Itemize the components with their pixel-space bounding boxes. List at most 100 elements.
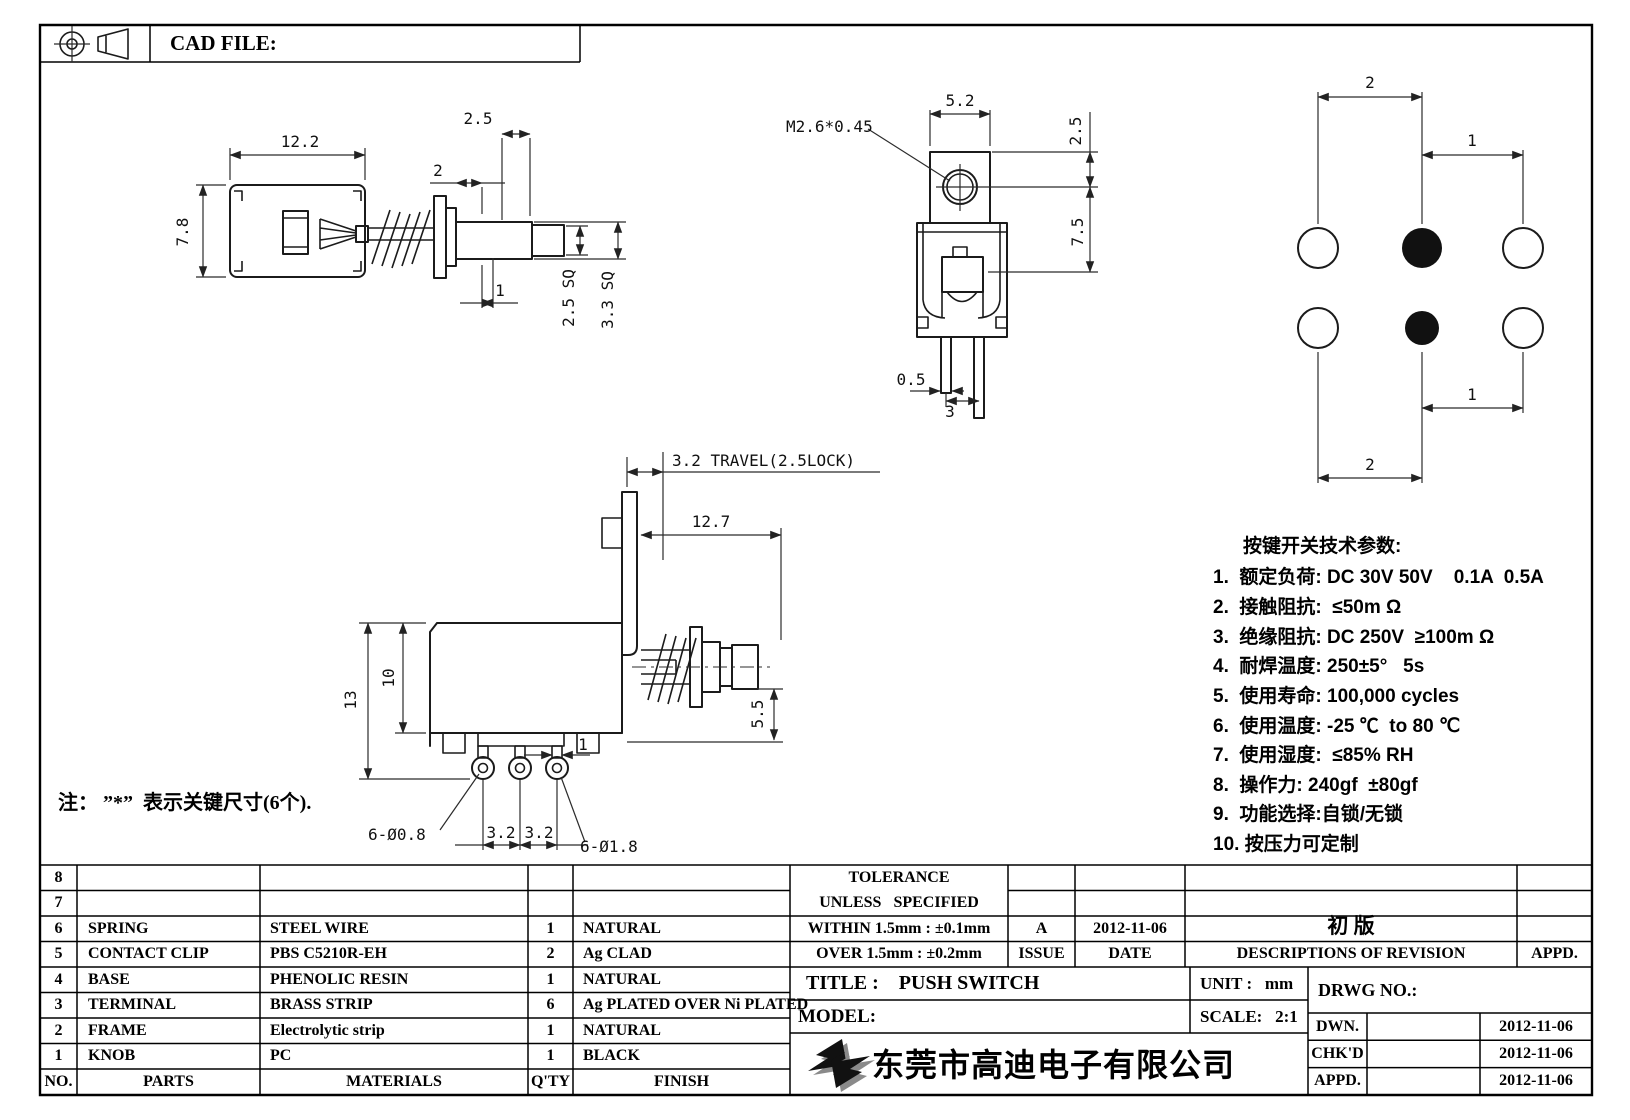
part-row-no: 2 <box>54 1022 63 1039</box>
dim-pcb-bot1: 1 <box>1467 385 1477 404</box>
part-row-no: 7 <box>54 894 63 911</box>
drawing-title: TITLE : PUSH SWITCH <box>806 972 1040 994</box>
dim-side-width: 12.2 <box>281 132 320 151</box>
revision-value: 初 版 <box>1327 914 1375 938</box>
third-angle-projection-icon <box>54 26 129 62</box>
part-row-name: TERMINAL <box>88 996 177 1013</box>
col-header-parts: PARTS <box>143 1073 194 1090</box>
cad-file-label: CAD FILE: <box>170 31 277 55</box>
part-row-material: PHENOLIC RESIN <box>270 971 409 988</box>
spec-item: 10. 按压力可定制 <box>1213 834 1359 855</box>
part-row-material: BRASS STRIP <box>270 996 373 1013</box>
view-side-outline <box>229 184 565 279</box>
view-assembly-outline <box>429 491 770 780</box>
dim-front-tab-width: 5.2 <box>946 91 975 110</box>
view-front-dimensions: 5.2 M2.6*0.45 2.5 7.5 0.5 3 <box>786 91 1098 421</box>
dim-front-thread: M2.6*0.45 <box>786 117 873 136</box>
part-row-material: PC <box>270 1047 292 1064</box>
issue-value: A <box>1035 920 1048 937</box>
col-header-qty: Q'TY <box>530 1073 571 1090</box>
spec-item: 7. 使用湿度: ≤85% RH <box>1213 745 1414 766</box>
pcb-hole-filled <box>1405 311 1439 345</box>
part-row-qty: 1 <box>546 920 555 937</box>
part-row-no: 4 <box>54 971 63 988</box>
dim-side-top: 2.5 <box>464 109 493 128</box>
dim-height13: 13 <box>341 690 360 709</box>
part-row-qty: 1 <box>546 1022 555 1039</box>
specs-title: 按键开关技术参数: <box>1243 536 1402 557</box>
dwn-label: DWN. <box>1315 1018 1360 1035</box>
view-side-dimensions: 12.2 7.8 2.5 2 1 2.5 SQ 3.3 SQ <box>173 109 626 329</box>
chkd-date: 2012-11-06 <box>1499 1045 1573 1062</box>
part-row-finish: BLACK <box>583 1047 640 1064</box>
tolerance-title: TOLERANCE <box>848 869 950 886</box>
dim-side-height: 7.8 <box>173 218 192 247</box>
dim-pitch-a: 3.2 <box>487 823 516 842</box>
dim-side-lock: 1 <box>495 281 505 300</box>
appd-col-label: APPD. <box>1531 945 1578 962</box>
dim-side-sq-small: 2.5 SQ <box>559 269 578 327</box>
scale-label: SCALE: 2:1 <box>1200 1007 1298 1026</box>
sheet-frame <box>38 23 1594 1097</box>
part-row-no: 8 <box>54 869 63 886</box>
pcb-hole-filled <box>1402 228 1442 268</box>
model-label: MODEL: <box>798 1006 877 1027</box>
company-name: 东莞市高迪电子有限公司 <box>872 1047 1236 1083</box>
revision-label: DESCRIPTIONS OF REVISION <box>1236 945 1466 962</box>
dim-pitch-b: 3.2 <box>525 823 554 842</box>
col-header-no: NO. <box>44 1073 73 1090</box>
dim-pin-w: 1 <box>578 735 588 754</box>
unit-label: UNIT : mm <box>1200 974 1294 993</box>
dim-body-h: 10 <box>379 668 398 687</box>
dim-side-sq-large: 3.3 SQ <box>598 271 617 329</box>
dim-knob-h: 5.5 <box>748 700 767 729</box>
part-row-qty: 2 <box>546 945 555 962</box>
dim-side-flange: 2 <box>433 161 443 180</box>
dim-front-center-depth: 7.5 <box>1068 218 1087 247</box>
part-row-name: CONTACT CLIP <box>88 945 209 962</box>
dim-body-len: 12.7 <box>692 512 731 531</box>
date-label: DATE <box>1108 945 1152 962</box>
view-pcb-holes <box>1297 227 1544 349</box>
tolerance-within: WITHIN 1.5mm : ±0.1mm <box>807 920 991 937</box>
tolerance-over: OVER 1.5mm : ±0.2mm <box>816 945 982 962</box>
appd-date: 2012-11-06 <box>1499 1072 1573 1089</box>
key-dimension-note: 注： ”*” 表示关键尺寸(6个). <box>58 792 312 814</box>
part-row-qty: 6 <box>546 996 555 1013</box>
part-row-material: STEEL WIRE <box>270 920 369 937</box>
dim-pcb-top1: 1 <box>1467 131 1477 150</box>
chkd-label: CHK'D <box>1311 1045 1364 1062</box>
dim-pcb-top2: 2 <box>1365 73 1375 92</box>
dim-front-pin-thk: 0.5 <box>897 370 926 389</box>
part-row-finish: Ag CLAD <box>583 945 652 962</box>
issue-label: ISSUE <box>1018 945 1065 962</box>
part-row-no: 1 <box>54 1047 63 1064</box>
part-row-finish: NATURAL <box>583 971 661 988</box>
spec-item: 1. 额定负荷: DC 30V 50V 0.1A 0.5A <box>1213 567 1544 588</box>
revision-date-value: 2012-11-06 <box>1093 920 1167 937</box>
col-header-materials: MATERIALS <box>346 1073 442 1090</box>
part-row-name: BASE <box>88 971 130 988</box>
spec-item: 3. 绝缘阻抗: DC 250V ≥100m Ω <box>1213 627 1495 648</box>
part-row-finish: NATURAL <box>583 1022 661 1039</box>
view-pcb-dimensions: 2 1 1 2 <box>1317 73 1524 483</box>
part-row-finish: Ag PLATED OVER Ni PLATED <box>583 996 809 1013</box>
dim-hole-large: 6-Ø1.8 <box>580 837 638 856</box>
part-row-finish: NATURAL <box>583 920 661 937</box>
part-row-qty: 1 <box>546 971 555 988</box>
dim-pcb-bot2: 2 <box>1365 455 1375 474</box>
part-row-name: KNOB <box>88 1047 136 1064</box>
spec-item: 5. 使用寿命: 100,000 cycles <box>1213 686 1460 707</box>
part-row-qty: 1 <box>546 1047 555 1064</box>
spec-item: 9. 功能选择:自锁/无锁 <box>1213 804 1404 825</box>
dim-hole-small: 6-Ø0.8 <box>368 825 426 844</box>
spec-item: 2. 接触阻抗: ≤50m Ω <box>1213 597 1402 618</box>
spec-item: 8. 操作力: 240gf ±80gf <box>1213 775 1418 796</box>
part-row-no: 5 <box>54 945 63 962</box>
dwn-date: 2012-11-06 <box>1499 1018 1573 1035</box>
drwg-no-label: DRWG NO.: <box>1318 980 1418 1000</box>
spec-item: 4. 耐焊温度: 250±5° 5s <box>1213 656 1425 677</box>
col-header-finish: FINISH <box>653 1073 710 1090</box>
dim-travel: 3.2 TRAVEL(2.5LOCK) <box>672 451 855 470</box>
